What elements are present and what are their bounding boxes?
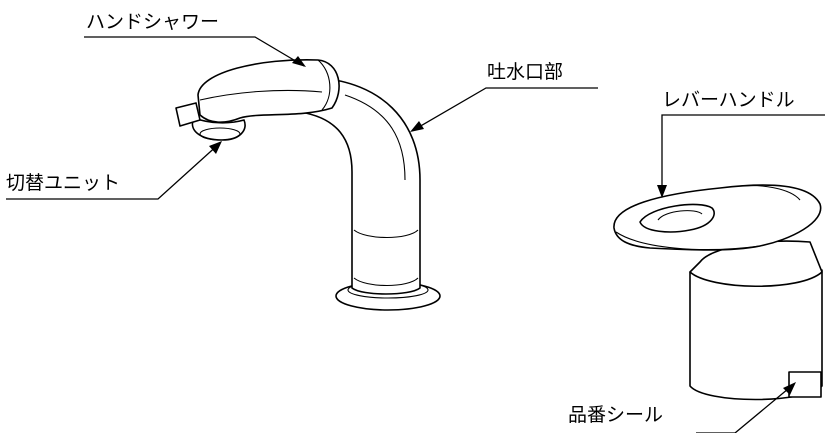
label-hand-shower: ハンドシャワー [86,11,219,33]
lever-finger-hole-inner [657,210,703,221]
lever-paddle-edge [615,231,761,251]
arrow-part-number-sticker [783,382,796,395]
lever-illustration [613,184,823,401]
switch-lever-tab [175,102,201,127]
nozzle-outlet [199,127,241,141]
lever-cylinder [689,269,823,401]
spout-body [299,77,421,295]
spout-sleeve-top [353,229,419,238]
leader-lever-handle [661,114,825,196]
label-lever-handle: レバーハンドル [662,89,795,111]
label-switch-unit: 切替ユニット [6,172,120,194]
spout-highlight [344,94,406,181]
arrow-switch-unit [209,141,222,154]
faucet-illustration [175,59,441,311]
label-spout: 吐水口部 [487,61,563,83]
leader-hand-shower [84,36,305,67]
label-part-number-sticker: 品番シール [568,404,663,426]
arrow-spout [410,121,424,132]
nozzle-tip [191,117,246,141]
leader-spout [411,87,598,132]
hand-shower-seam [317,59,331,111]
leader-part-number-sticker [696,383,795,433]
lever-paddle [613,184,822,251]
spout-sleeve-bottom [353,277,419,286]
arrow-hand-shower [292,56,306,67]
hand-shower-ridge [199,89,323,101]
leader-switch-unit [6,142,221,200]
lever-top-ridge [739,185,801,201]
arrow-lever-handle [657,185,667,198]
